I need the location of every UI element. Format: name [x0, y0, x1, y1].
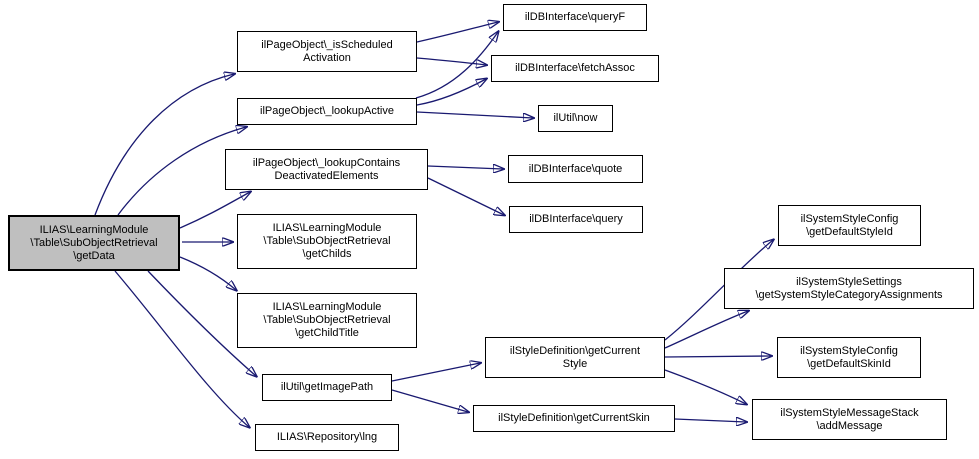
node-ilpageobject-isscheduled-activation[interactable]: ilPageObject\_isScheduled Activation: [237, 31, 417, 72]
edge-getdata-to-lng: [114, 270, 249, 427]
edge-getcurrentstyle-to-addmessage: [664, 369, 746, 404]
edge-isscheduled-to-fetchassoc: [416, 57, 486, 65]
node-ilutil-now[interactable]: ilUtil\now: [538, 105, 613, 132]
node-subobjectretrieval-getchilds[interactable]: ILIAS\LearningModule \Table\SubObjectRet…: [237, 214, 417, 269]
edge-getdata-to-isscheduledactivation: [94, 74, 234, 216]
edge-lookupcontains-to-quote: [427, 166, 503, 169]
node-ilpageobject-lookup-active[interactable]: ilPageObject\_lookupActive: [237, 98, 417, 125]
node-ilutil-getimagepath[interactable]: ilUtil\getImagePath: [262, 374, 392, 401]
edge-getcurrentskin-to-addmessage: [674, 419, 746, 422]
node-ilsystemstyleconfig-getdefaultskinid[interactable]: ilSystemStyleConfig \getDefaultSkinId: [777, 337, 921, 378]
edge-lookupactive-to-fetchassoc: [416, 79, 486, 106]
node-subobjectretrieval-getchildtitle[interactable]: ILIAS\LearningModule \Table\SubObjectRet…: [237, 293, 417, 348]
node-subobjectretrieval-getdata: ILIAS\LearningModule \Table\SubObjectRet…: [8, 215, 180, 271]
node-ilsystemstylemessagestack-addmessage[interactable]: ilSystemStyleMessageStack \addMessage: [752, 399, 947, 440]
edge-lookupactive-to-queryf: [415, 32, 498, 99]
node-ilpageobject-lookup-contains-deactivated-elements[interactable]: ilPageObject\_lookupContains Deactivated…: [225, 149, 428, 190]
edge-getimagepath-to-getcurrentskin: [391, 389, 468, 412]
edge-getimagepath-to-getcurrentstyle: [391, 363, 480, 382]
node-ildbinterface-fetchassoc[interactable]: ilDBInterface\fetchAssoc: [491, 55, 659, 82]
edge-getdata-to-getimagepath: [147, 270, 256, 376]
edge-lookupcontains-to-query: [427, 177, 504, 215]
edge-getdata-to-getchildtitle: [179, 256, 236, 290]
edge-getcurrentstyle-to-getdefaultstyleid: [664, 240, 773, 341]
node-ilsystemstylesettings-getsystemstylecategoryassignments[interactable]: ilSystemStyleSettings \getSystemStyleCat…: [724, 268, 974, 309]
node-ildbinterface-queryf[interactable]: ilDBInterface\queryF: [503, 4, 647, 31]
node-ilsystemstyleconfig-getdefaultstyleid[interactable]: ilSystemStyleConfig \getDefaultStyleId: [778, 205, 921, 246]
edge-getcurrentstyle-to-getdefaultskinid: [664, 356, 771, 357]
node-ildbinterface-quote[interactable]: ilDBInterface\quote: [508, 155, 643, 183]
node-ilstyledefinition-getcurrentstyle[interactable]: ilStyleDefinition\getCurrent Style: [485, 337, 665, 378]
node-ilias-repository-lng[interactable]: ILIAS\Repository\lng: [255, 424, 399, 451]
edge-lookupactive-to-now: [416, 111, 533, 118]
node-ildbinterface-query[interactable]: ilDBInterface\query: [509, 206, 643, 233]
edge-isscheduled-to-queryf: [416, 22, 498, 43]
edge-getcurrentstyle-to-getsystemstylecategoryassignments: [664, 311, 748, 349]
edge-getdata-to-lookupcontains: [179, 192, 250, 229]
node-ilstyledefinition-getcurrentskin[interactable]: ilStyleDefinition\getCurrentSkin: [473, 405, 675, 432]
edge-getdata-to-lookupactive: [117, 127, 246, 216]
